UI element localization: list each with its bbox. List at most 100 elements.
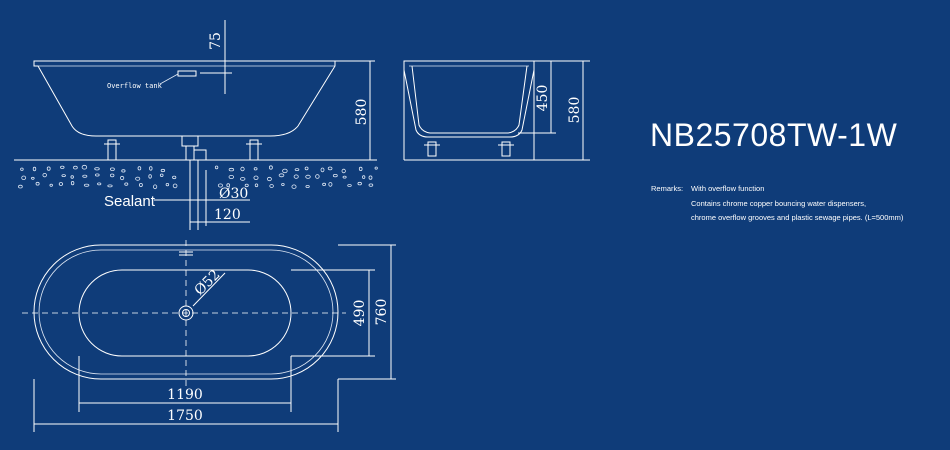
gravel-stone bbox=[332, 174, 338, 178]
gravel-stone bbox=[70, 175, 74, 179]
gravel-stone bbox=[97, 182, 102, 186]
dim-overflow-height: 75 bbox=[208, 32, 224, 50]
gravel-stone bbox=[149, 166, 153, 171]
gravel-stone bbox=[107, 184, 113, 188]
side-elevation: 450 580 bbox=[403, 60, 590, 161]
gravel-stone bbox=[82, 174, 88, 178]
front-feet bbox=[104, 139, 262, 161]
gravel-stone bbox=[30, 176, 35, 180]
gravel-stone bbox=[73, 165, 78, 170]
gravel-stone bbox=[291, 184, 297, 189]
dim-drain-diameter: Ø30 bbox=[219, 186, 248, 202]
front-elevation: Overflow tank 75 580 Sealant Ø30 120 bbox=[14, 20, 377, 230]
gravel-stone bbox=[94, 167, 100, 171]
gravel-stone bbox=[322, 182, 327, 186]
dim-side-inner-depth: 450 bbox=[535, 85, 551, 112]
gravel-stone bbox=[244, 183, 249, 188]
gravel-stone bbox=[20, 167, 24, 171]
gravel-stone bbox=[341, 168, 346, 174]
side-tub-outline bbox=[403, 60, 535, 138]
gravel-stone bbox=[21, 175, 27, 180]
gravel-stone bbox=[327, 166, 333, 171]
gravel-stone bbox=[268, 165, 273, 170]
gravel-stone bbox=[95, 173, 100, 177]
gravel-stone bbox=[368, 183, 374, 187]
gravel-stone bbox=[109, 173, 115, 178]
gravel-stone bbox=[135, 176, 141, 181]
gravel-stone bbox=[253, 167, 258, 171]
gravel-stone bbox=[278, 173, 285, 178]
gravel-stone bbox=[70, 181, 75, 186]
plan-view: Ø52 490 760 1190 1750 bbox=[22, 240, 396, 432]
gravel-stone bbox=[172, 175, 177, 180]
gravel-stone bbox=[368, 175, 373, 180]
gravel-stone bbox=[160, 168, 166, 173]
gravel-pattern bbox=[18, 164, 378, 190]
gravel-stone bbox=[293, 174, 299, 179]
remarks-label: Remarks: bbox=[651, 184, 684, 193]
gravel-stone bbox=[35, 181, 40, 186]
gravel-stone bbox=[357, 181, 362, 186]
gravel-stone bbox=[42, 173, 47, 178]
gravel-stone bbox=[49, 183, 53, 187]
gravel-stone bbox=[362, 175, 366, 179]
gravel-stone bbox=[110, 167, 115, 171]
overflow-tank-label: Overflow tank bbox=[107, 82, 163, 90]
gravel-stone bbox=[328, 182, 333, 187]
dim-drain-offset: 120 bbox=[214, 207, 241, 223]
gravel-stone bbox=[60, 165, 65, 169]
dim-front-height: 580 bbox=[354, 99, 370, 126]
plan-inner-basin bbox=[78, 269, 292, 357]
front-tub-outline bbox=[33, 60, 336, 137]
gravel-stone bbox=[315, 174, 320, 179]
gravel-stone bbox=[294, 168, 300, 172]
gravel-stone bbox=[120, 175, 125, 181]
dim-inner-length: 1190 bbox=[167, 387, 203, 403]
gravel-stone bbox=[347, 184, 352, 187]
gravel-stone bbox=[83, 183, 90, 187]
gravel-stone bbox=[305, 174, 311, 179]
gravel-stone bbox=[121, 169, 126, 173]
side-tub-inner bbox=[411, 65, 528, 134]
sealant-label: Sealant bbox=[104, 193, 156, 210]
gravel-stone bbox=[320, 167, 325, 173]
gravel-stone bbox=[281, 182, 285, 186]
gravel-stone bbox=[61, 174, 66, 178]
gravel-stone bbox=[18, 184, 23, 189]
gravel-stone bbox=[148, 174, 152, 179]
dim-inner-width: 490 bbox=[352, 300, 368, 327]
gravel-stone bbox=[137, 166, 142, 171]
gravel-stone bbox=[46, 166, 51, 171]
gravel-stone bbox=[32, 166, 37, 172]
gravel-stone bbox=[214, 165, 219, 170]
gravel-stone bbox=[228, 167, 235, 172]
remarks-line-2: Contains chrome copper bouncing water di… bbox=[691, 198, 867, 208]
dim-outer-length: 1750 bbox=[167, 408, 203, 424]
plan-drain-outlet bbox=[178, 305, 194, 321]
gravel-stone bbox=[239, 177, 246, 181]
gravel-stone bbox=[159, 173, 164, 177]
gravel-stone bbox=[305, 184, 310, 188]
gravel-stone bbox=[217, 183, 223, 188]
gravel-stone bbox=[124, 182, 129, 186]
gravel-stone bbox=[254, 183, 259, 188]
gravel-stone bbox=[226, 183, 231, 188]
gravel-stone bbox=[342, 175, 347, 179]
gravel-stone bbox=[358, 166, 363, 171]
dim-outlet-diameter: Ø52 bbox=[192, 267, 224, 299]
gravel-stone bbox=[266, 176, 272, 182]
gravel-stone bbox=[138, 182, 143, 187]
gravel-stone bbox=[228, 174, 234, 179]
gravel-stone bbox=[172, 183, 178, 189]
gravel-stone bbox=[58, 182, 64, 186]
model-number: NB25708TW-1W bbox=[650, 117, 898, 153]
gravel-stone bbox=[304, 166, 309, 171]
gravel-stone bbox=[165, 183, 170, 187]
gravel-stone bbox=[153, 184, 158, 190]
dim-outer-width: 760 bbox=[374, 299, 390, 326]
remarks-line-3: chrome overflow grooves and plastic sewa… bbox=[691, 213, 904, 222]
gravel-stone bbox=[81, 164, 88, 170]
remarks-block: Remarks:With overflow function Contains … bbox=[651, 182, 903, 226]
